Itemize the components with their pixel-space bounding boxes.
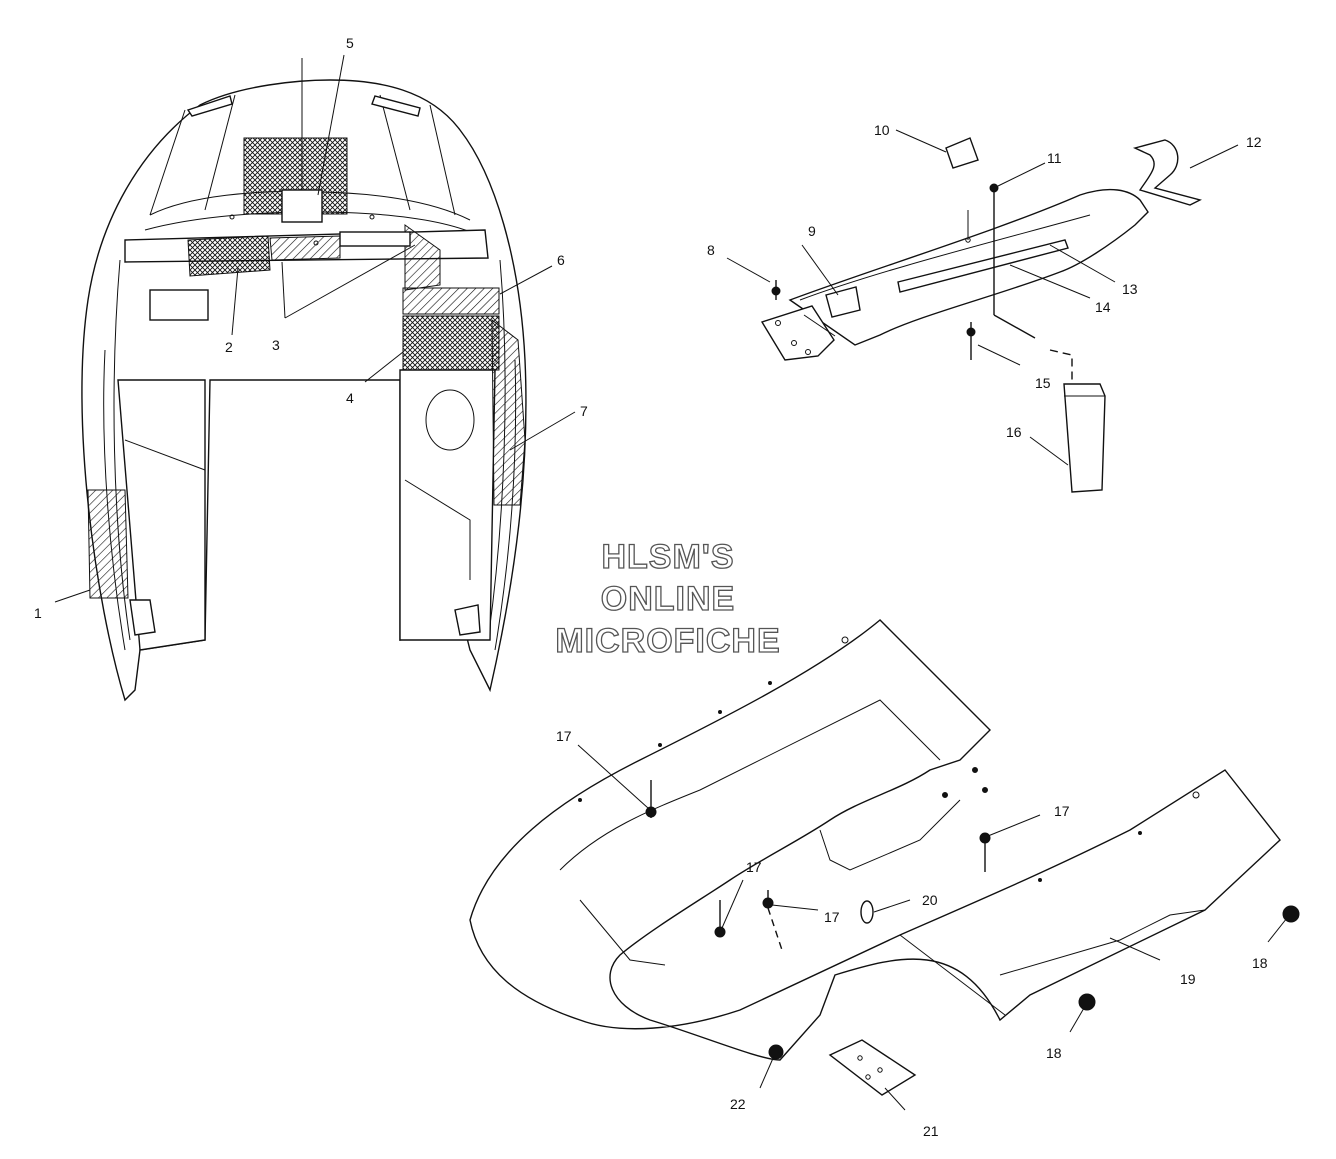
callout-18-left: 18 — [1046, 1045, 1062, 1061]
callout-17-right: 17 — [1054, 803, 1070, 819]
callout-2: 2 — [225, 339, 233, 355]
callout-15: 15 — [1035, 375, 1051, 391]
callout-17-top: 17 — [556, 728, 572, 744]
hood-assembly — [81, 79, 527, 702]
belly-pan-assembly — [469, 619, 1300, 1096]
side-panel-assembly — [760, 137, 1202, 493]
watermark-line-1: HLSM'S — [601, 538, 734, 576]
callout-17-lower: 17 — [824, 909, 840, 925]
leader-lines — [54, 54, 1288, 1111]
callout-14: 14 — [1095, 299, 1111, 315]
callout-13: 13 — [1122, 281, 1138, 297]
callout-labels: 1 2 3 4 5 6 7 8 9 10 11 12 13 14 15 16 1… — [34, 35, 1268, 1139]
callout-21: 21 — [923, 1123, 939, 1139]
watermark: HLSM'S ONLINE MICROFICHE — [555, 537, 781, 660]
callout-18-right: 18 — [1252, 955, 1268, 971]
callout-20: 20 — [922, 892, 938, 908]
callout-3: 3 — [272, 337, 280, 353]
callout-16: 16 — [1006, 424, 1022, 440]
callout-4: 4 — [346, 390, 354, 406]
callout-19: 19 — [1180, 971, 1196, 987]
watermark-line-3: MICROFICHE — [555, 622, 780, 660]
callout-17-mid: 17 — [746, 859, 762, 875]
callout-6: 6 — [557, 252, 565, 268]
callout-7: 7 — [580, 403, 588, 419]
callout-10: 10 — [874, 122, 890, 138]
watermark-line-2: ONLINE — [601, 580, 735, 618]
callout-5: 5 — [346, 35, 354, 51]
callout-22: 22 — [730, 1096, 746, 1112]
callout-9: 9 — [808, 223, 816, 239]
callout-1: 1 — [34, 605, 42, 621]
callout-12: 12 — [1246, 134, 1262, 150]
callout-8: 8 — [707, 242, 715, 258]
callout-11: 11 — [1047, 150, 1062, 166]
